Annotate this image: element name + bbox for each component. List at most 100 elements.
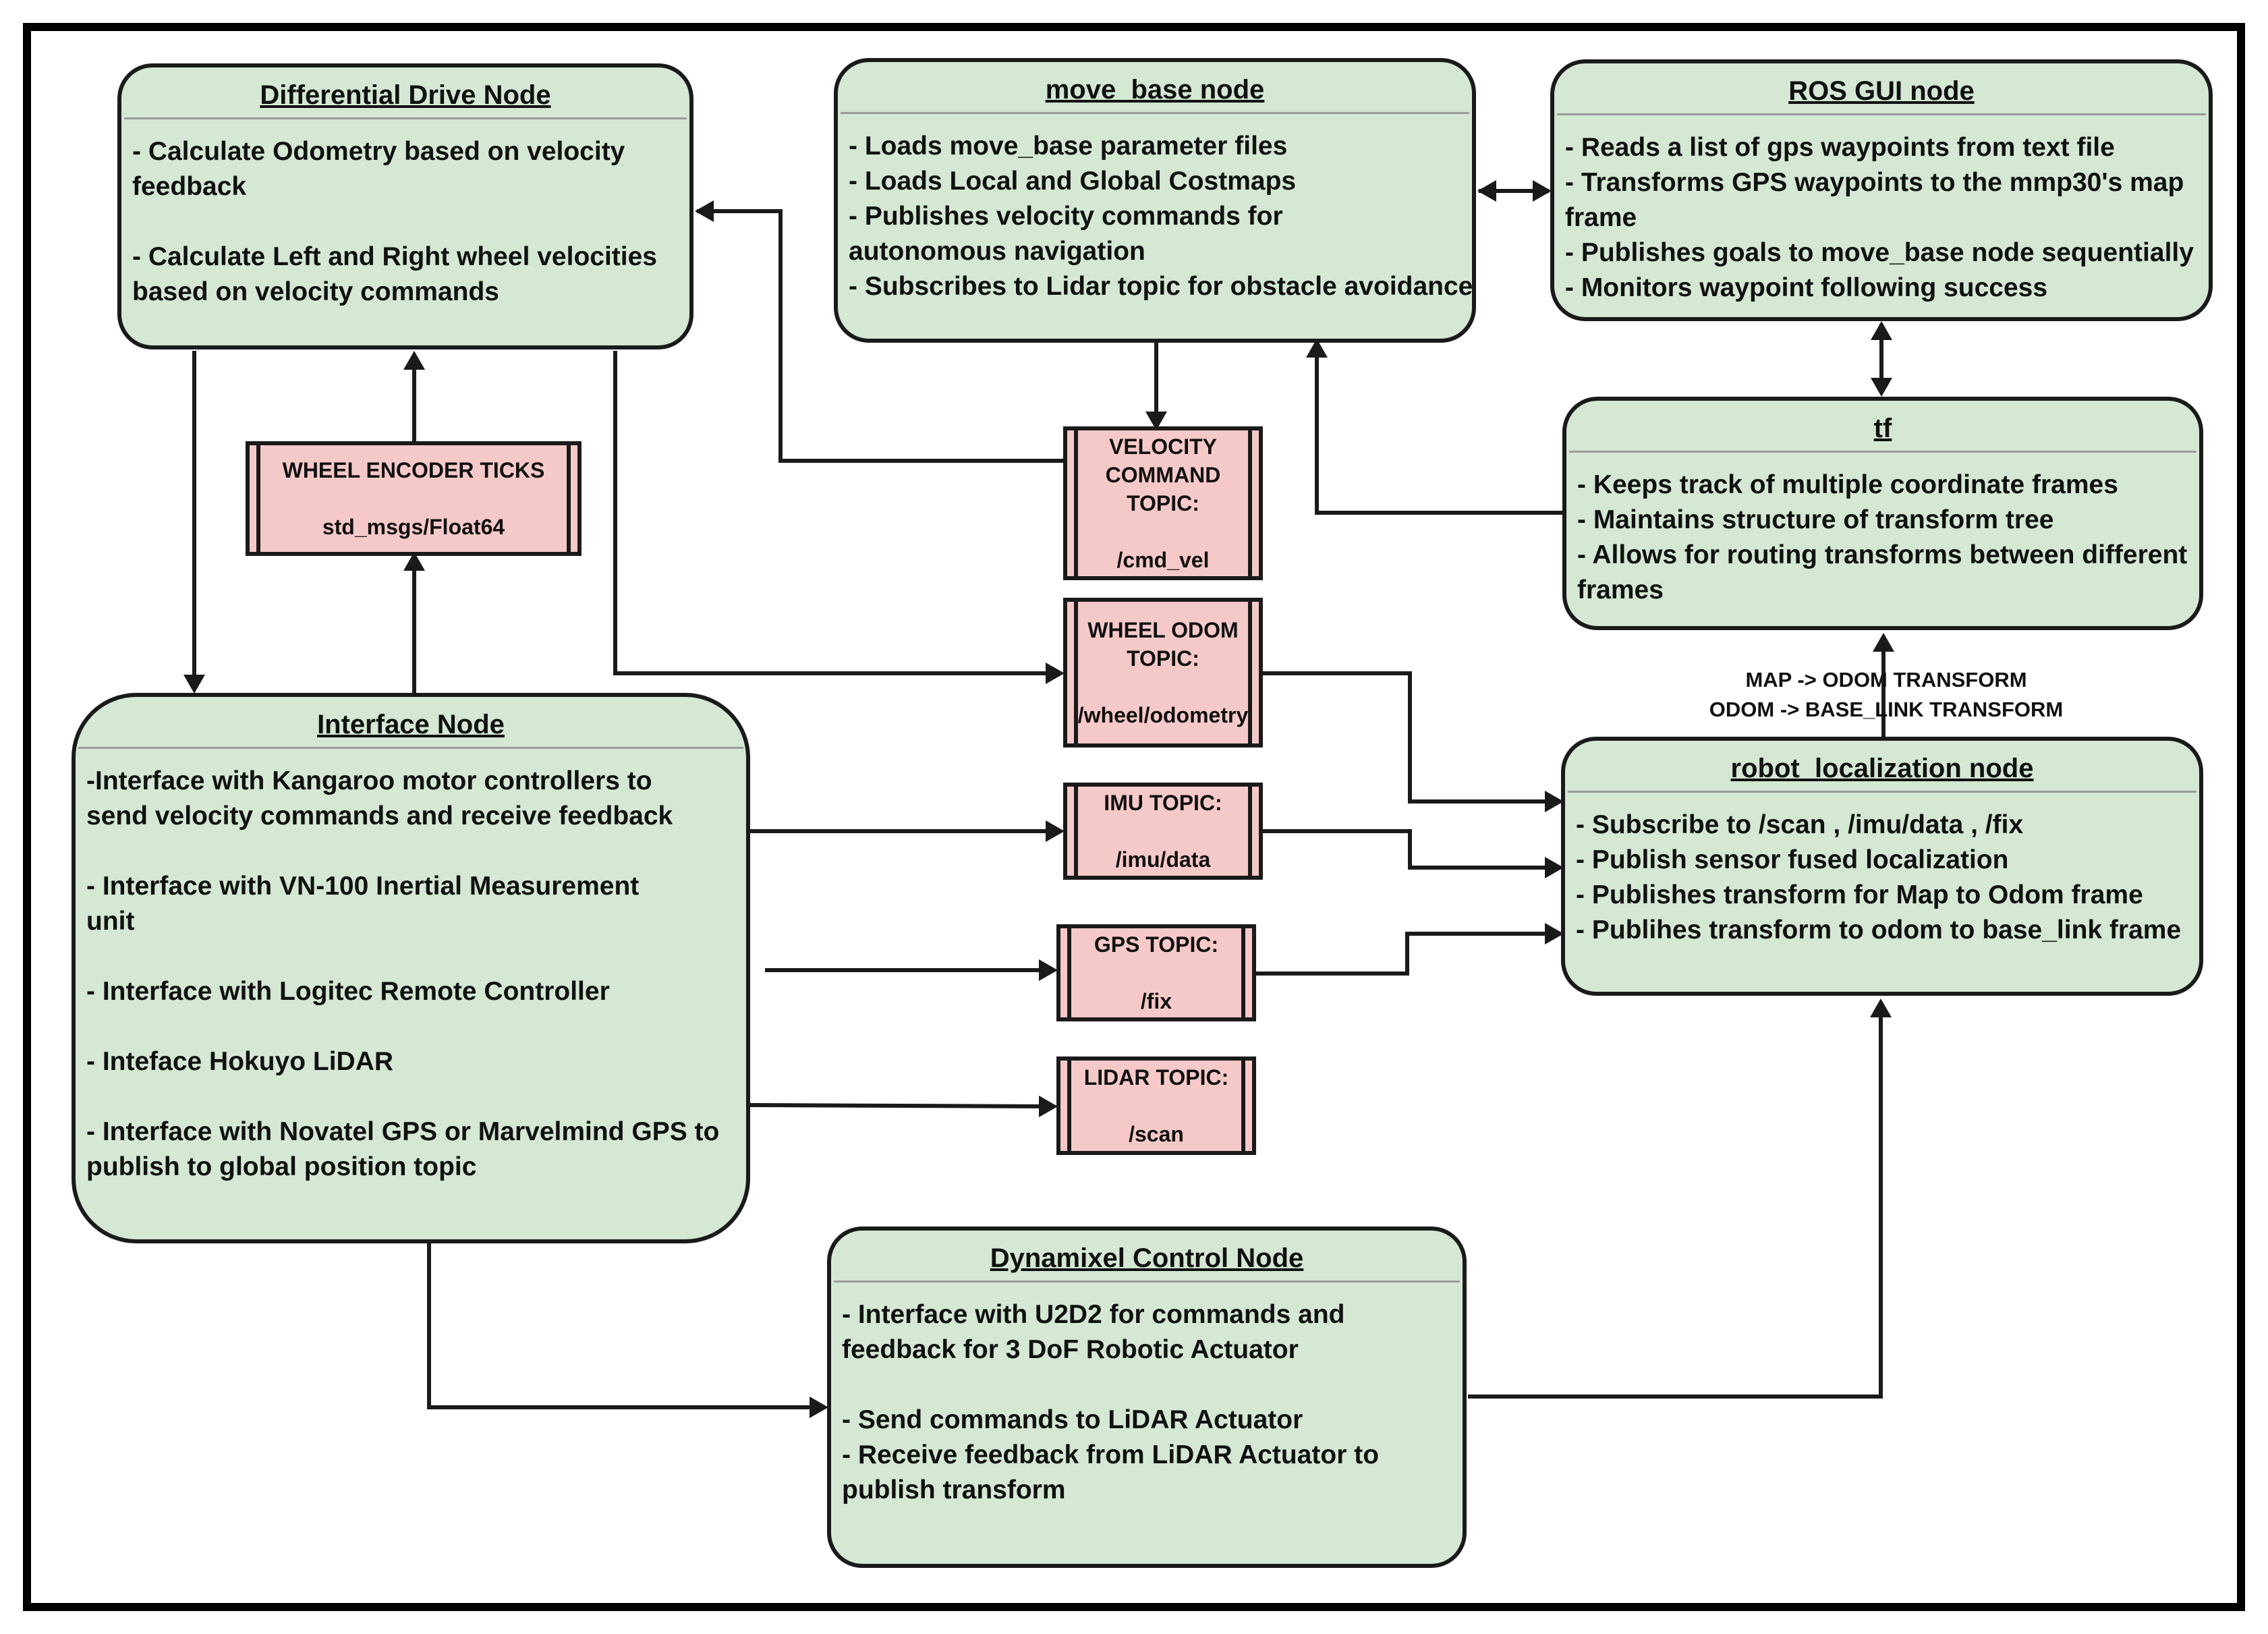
body-line: - Send commands to LiDAR Actuator <box>842 1405 1303 1434</box>
blank-line <box>1060 1092 1252 1120</box>
node-title: Dynamixel Control Node <box>834 1231 1460 1283</box>
arrowhead-right-lidar <box>1039 1096 1058 1117</box>
arrow-gps-to-localization <box>1253 932 1558 976</box>
map-odom-transform-label: MAP -> ODOM TRANSFORM <box>1745 668 2027 692</box>
body-line: - Receive feedback from LiDAR Actuator t… <box>842 1440 1380 1469</box>
topic-line: /wheel/odometry <box>1077 703 1249 727</box>
arrow-diffdrive-to-wheelodom <box>613 351 1059 675</box>
arrowhead-up-encoder <box>403 552 425 571</box>
body-line: frame <box>1565 203 1637 232</box>
node-title: move_base node <box>841 62 1469 114</box>
arrowhead-left-movebase <box>1477 180 1496 202</box>
body-line: - Keeps track of multiple coordinate fra… <box>1577 470 2118 499</box>
node-title: robot_localization node <box>1568 741 2196 793</box>
transform-label: MAP -> ODOM TRANSFORM ODOM -> BASE_LINK … <box>1670 665 2102 725</box>
body-line: - Publishes transform for Map to Odom fr… <box>1576 880 2143 909</box>
body-line: - Loads move_base parameter files <box>849 132 1288 161</box>
differential-drive-node: Differential Drive Node - Calculate Odom… <box>117 63 693 349</box>
topic-line: /imu/data <box>1115 847 1211 872</box>
body-line: - Interface with Logitec Remote Controll… <box>86 977 610 1006</box>
topic-text: WHEEL ENCODER TICKS std_msgs/Float64 <box>250 456 577 541</box>
arrow-wheelodom-to-localization <box>1260 671 1558 804</box>
body-line: publish to global position topic <box>86 1152 477 1181</box>
topic-line: TOPIC: <box>1127 491 1199 515</box>
arrowhead-down-interface <box>183 675 205 694</box>
body-line: autonomous navigation <box>849 237 1145 266</box>
arrowhead-down-cmdvel <box>1145 412 1167 430</box>
gps-topic: GPS TOPIC: /fix <box>1056 924 1256 1021</box>
topic-text: GPS TOPIC: /fix <box>1060 930 1252 1015</box>
node-title: Interface Node <box>78 697 743 749</box>
topic-line: GPS TOPIC: <box>1094 932 1219 957</box>
blank-line <box>86 1009 738 1044</box>
wheel-encoder-topic: WHEEL ENCODER TICKS std_msgs/Float64 <box>246 441 582 556</box>
topic-line: LIDAR TOPIC: <box>1083 1065 1229 1090</box>
body-line: - Loads Local and Global Costmaps <box>849 167 1297 196</box>
body-line: - Monitors waypoint following success <box>1565 273 2048 302</box>
node-title: ROS GUI node <box>1557 63 2206 115</box>
body-line: - Calculate Left and Right wheel velocit… <box>132 242 658 271</box>
arrowhead-right-wheelodom <box>1046 663 1065 684</box>
body-line: - Reads a list of gps waypoints from tex… <box>1565 133 2115 162</box>
body-line: publish transform <box>842 1475 1066 1504</box>
body-line: - Allows for routing transforms between … <box>1577 540 2188 569</box>
arrowhead-right-gps <box>1039 959 1058 981</box>
arrowhead-right-imu <box>1046 820 1065 842</box>
tf-node: tf - Keeps track of multiple coordinate … <box>1562 397 2203 630</box>
arrow-cmdvel-to-diffdrive <box>697 209 1065 463</box>
body-line: - Publish sensor fused localization <box>1576 845 2009 874</box>
body-line: - Transforms GPS waypoints to the mmp30'… <box>1565 168 2184 197</box>
topic-text: WHEEL ODOM TOPIC: /wheel/odometry <box>1067 616 1259 729</box>
topic-text: IMU TOPIC: /imu/data <box>1067 789 1259 874</box>
interface-node: Interface Node -Interface with Kangaroo … <box>72 693 750 1243</box>
body-line: based on velocity commands <box>132 277 500 306</box>
arrowhead-right-dynamixel <box>810 1397 828 1418</box>
body-line: - Publishes goals to move_base node sequ… <box>1565 238 2194 267</box>
node-body: - Subscribe to /scan , /imu/data , /fix -… <box>1565 793 2199 948</box>
robot-localization-node: robot_localization node - Subscribe to /… <box>1561 737 2203 996</box>
node-body: -Interface with Kangaroo motor controlle… <box>76 749 746 1185</box>
body-line: - Interface with VN-100 Inertial Measure… <box>86 872 640 901</box>
body-line: - Publihes transform to odom to base_lin… <box>1576 915 2182 945</box>
topic-line: /scan <box>1129 1122 1184 1146</box>
odom-baselink-transform-label: ODOM -> BASE_LINK TRANSFORM <box>1709 698 2064 721</box>
arrowhead-up-diffdrive <box>403 351 425 370</box>
blank-line <box>250 484 577 513</box>
arrow-interface-to-lidar <box>748 1103 1053 1108</box>
topic-line: /cmd_vel <box>1116 548 1210 572</box>
topic-line: /fix <box>1140 989 1172 1013</box>
ros-gui-node: ROS GUI node - Reads a list of gps waypo… <box>1550 59 2213 321</box>
arrowhead-right-loc1 <box>1545 791 1564 812</box>
body-line: feedback <box>132 172 247 201</box>
blank-line <box>86 939 738 974</box>
arrowhead-up-rosgui <box>1871 321 1892 340</box>
blank-line <box>86 1079 738 1115</box>
body-line: - Inteface Hokuyo LiDAR <box>86 1047 394 1076</box>
topic-line: WHEEL ODOM <box>1087 618 1239 642</box>
node-body: - Loads move_base parameter files - Loads… <box>838 114 1473 304</box>
blank-line <box>1067 517 1259 546</box>
blank-line <box>1060 959 1252 987</box>
arrowhead-up-tf <box>1873 633 1894 652</box>
node-body: - Calculate Odometry based on velocity fe… <box>121 119 689 310</box>
body-line: - Subscribe to /scan , /imu/data , /fix <box>1576 810 2024 839</box>
arrowhead-right-loc2 <box>1545 857 1564 878</box>
body-line: - Subscribes to Lidar topic for obstacle… <box>849 272 1473 301</box>
topic-line: TOPIC: <box>1127 646 1199 671</box>
arrowhead-up-movebase <box>1306 339 1328 358</box>
body-line: - Calculate Odometry based on velocity <box>132 137 625 166</box>
arrow-dynamixel-to-localization <box>1468 1004 1883 1399</box>
lidar-topic: LIDAR TOPIC: /scan <box>1056 1057 1256 1155</box>
arrowhead-left-diffdrive <box>695 200 714 222</box>
body-line: unit <box>86 907 135 936</box>
body-line: feedback for 3 DoF Robotic Actuator <box>842 1335 1299 1364</box>
blank-line <box>1067 673 1259 701</box>
diagram-frame <box>23 23 2245 1611</box>
arrow-imu-to-localization <box>1260 829 1558 870</box>
node-title: Differential Drive Node <box>124 67 687 119</box>
arrow-interface-to-dynamixel <box>427 1241 823 1409</box>
arrowhead-up-localization <box>1870 998 1892 1017</box>
